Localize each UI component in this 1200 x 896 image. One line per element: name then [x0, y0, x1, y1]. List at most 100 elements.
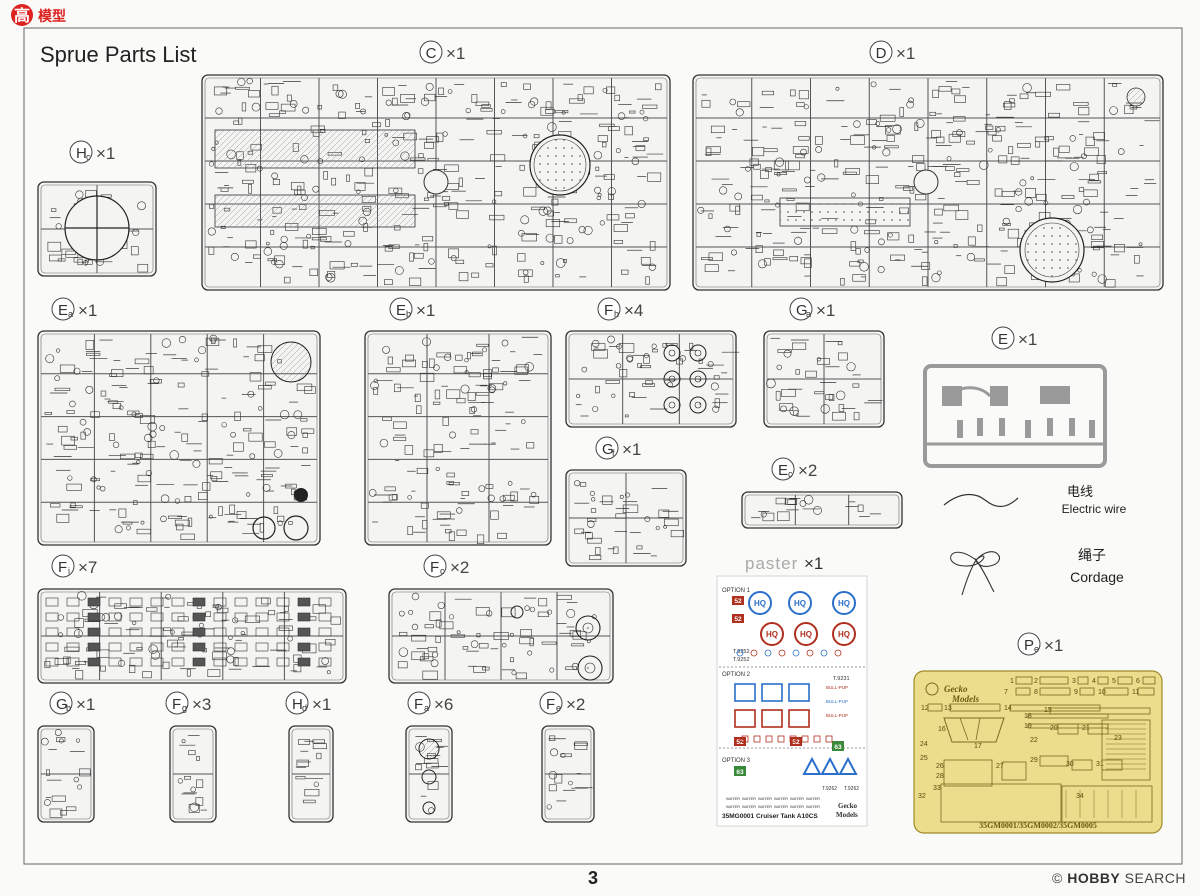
svg-text:T.9262: T.9262 — [822, 786, 837, 792]
svg-text:13: 13 — [944, 705, 952, 712]
svg-text:BULL-PUP: BULL-PUP — [826, 713, 848, 718]
svg-text:WATER: WATER — [758, 796, 772, 801]
svg-text:E: E — [58, 302, 68, 319]
page-title: Sprue Parts List — [40, 42, 197, 67]
cordage-item: 绳子 Cordage — [950, 548, 1124, 596]
svg-text:52: 52 — [792, 739, 800, 746]
svg-text:WATER: WATER — [806, 796, 820, 801]
cordage-cn: 绳子 — [1078, 548, 1106, 564]
svg-text:×1: ×1 — [622, 440, 641, 459]
electric-wire-item: 电线 Electric wire — [943, 485, 1127, 516]
svg-text:15: 15 — [1044, 707, 1052, 714]
svg-text:h: h — [614, 309, 619, 319]
electric-wire-en: Electric wire — [1062, 502, 1127, 516]
svg-text:×1: ×1 — [896, 44, 915, 63]
svg-text:G: G — [602, 441, 614, 458]
svg-text:×2: ×2 — [566, 695, 585, 714]
svg-text:×1: ×1 — [1018, 330, 1037, 349]
svg-text:HQ: HQ — [838, 599, 850, 608]
svg-text:d: d — [302, 703, 307, 713]
svg-text:×1: ×1 — [1044, 636, 1063, 655]
svg-text:31: 31 — [1096, 761, 1104, 768]
sprue-d-features — [779, 87, 1146, 283]
sprue-eb-drawing — [364, 330, 552, 546]
svg-text:BULL-PUP: BULL-PUP — [826, 699, 848, 704]
sprue-label-ga: Ga ×1 — [789, 297, 835, 321]
svg-text:HQ: HQ — [794, 599, 806, 608]
svg-text:20: 20 — [1050, 725, 1058, 732]
sprue-fg-drawing — [169, 725, 217, 823]
svg-text:WATER: WATER — [726, 804, 740, 809]
svg-text:WATER: WATER — [790, 804, 804, 809]
svg-text:×2: ×2 — [450, 558, 469, 577]
svg-text:×3: ×3 — [192, 695, 211, 714]
svg-text:E: E — [998, 331, 1008, 348]
watermark-logo: 高 模型 — [11, 4, 66, 26]
decal-product: 35MG0001 Cruiser Tank A10CS — [722, 813, 818, 820]
svg-text:g: g — [182, 703, 187, 713]
svg-text:G: G — [796, 302, 808, 319]
svg-text:F: F — [172, 696, 181, 713]
svg-text:×1: ×1 — [446, 44, 465, 63]
sprue-fi-drawing — [37, 588, 347, 684]
svg-text:24: 24 — [920, 741, 928, 748]
svg-text:32: 32 — [918, 793, 926, 800]
svg-text:E: E — [778, 462, 788, 479]
sprue-label-e: E ×1 — [991, 326, 1037, 350]
svg-text:a: a — [424, 703, 429, 713]
sprue-ga-drawing — [763, 330, 885, 428]
svg-text:F: F — [58, 559, 67, 576]
svg-text:8: 8 — [1034, 689, 1038, 696]
svg-text:F: F — [604, 302, 613, 319]
svg-text:OPTION 2: OPTION 2 — [722, 672, 751, 678]
credit-footer: © HOBBY SEARCH — [1051, 870, 1186, 886]
svg-text:52: 52 — [736, 739, 744, 746]
electric-wire-cn: 电线 — [1067, 485, 1093, 500]
svg-text:WATER: WATER — [774, 796, 788, 801]
sprue-gb-drawing — [37, 725, 95, 823]
svg-text:c: c — [86, 152, 91, 162]
svg-text:Gecko: Gecko — [838, 802, 858, 810]
svg-text:×1: ×1 — [416, 301, 435, 320]
svg-text:a: a — [806, 309, 811, 319]
svg-text:29: 29 — [1030, 757, 1038, 764]
svg-text:30: 30 — [1066, 761, 1074, 768]
svg-text:26: 26 — [936, 763, 944, 770]
svg-text:T.9262: T.9262 — [844, 786, 859, 792]
svg-text:5: 5 — [1112, 678, 1116, 685]
page-number: 3 — [588, 868, 599, 888]
sprue-e-drawing — [923, 364, 1107, 468]
svg-text:63: 63 — [736, 769, 744, 776]
svg-text:H: H — [76, 145, 87, 162]
svg-text:×1: ×1 — [78, 301, 97, 320]
sprue-ec-drawing — [741, 491, 903, 529]
svg-text:Models: Models — [836, 811, 858, 819]
svg-text:c: c — [440, 566, 445, 576]
svg-text:10: 10 — [1098, 689, 1106, 696]
svg-text:2: 2 — [1034, 678, 1038, 685]
svg-text:52: 52 — [734, 616, 742, 623]
svg-text:高: 高 — [14, 6, 30, 25]
svg-text:H: H — [292, 696, 303, 713]
svg-text:×6: ×6 — [434, 695, 453, 714]
sheet-frame — [23, 27, 1183, 865]
svg-text:1: 1 — [1010, 678, 1014, 685]
svg-text:P: P — [1024, 637, 1034, 654]
svg-text:×4: ×4 — [624, 301, 643, 320]
svg-text:e: e — [556, 703, 561, 713]
paster-label: paster ×1 — [745, 554, 823, 573]
svg-text:WATER: WATER — [742, 804, 756, 809]
svg-text:17: 17 — [974, 743, 982, 750]
svg-text:25: 25 — [920, 755, 928, 762]
svg-text:×1: ×1 — [816, 301, 835, 320]
svg-text:7: 7 — [1004, 689, 1008, 696]
svg-text:OPTION 3: OPTION 3 — [722, 758, 751, 764]
svg-text:23: 23 — [1114, 735, 1122, 742]
